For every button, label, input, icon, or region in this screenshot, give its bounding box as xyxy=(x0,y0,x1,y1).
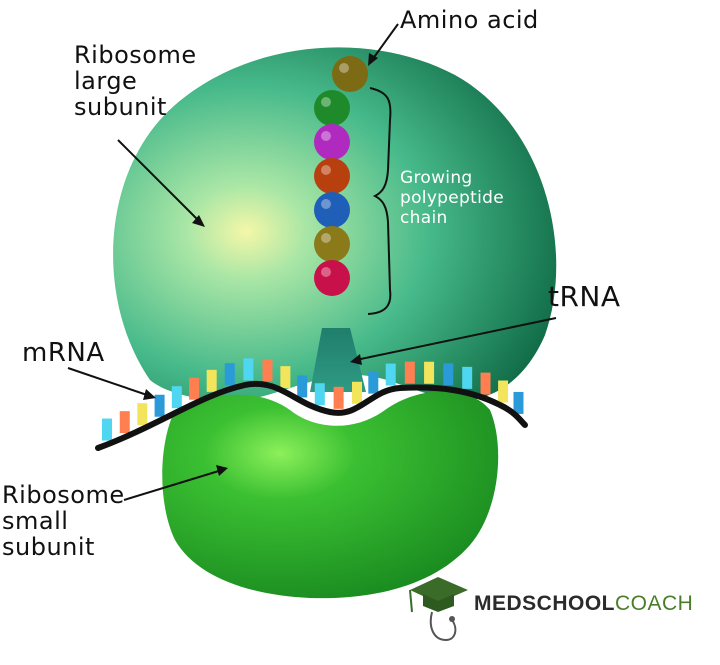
label-trna: tRNA xyxy=(548,280,621,313)
codon-base xyxy=(385,363,396,386)
trna-molecule xyxy=(310,328,366,392)
amino-acid-highlight xyxy=(321,199,331,209)
codon-base xyxy=(513,391,524,414)
amino-acid-bead xyxy=(314,90,350,126)
arrow-trna xyxy=(355,317,557,361)
label-ribosome-small-line3: subunit xyxy=(2,533,95,561)
codon-base xyxy=(404,361,415,384)
amino-acid-bead xyxy=(314,260,350,296)
codon-base xyxy=(280,366,291,389)
label-growing-chain-line3: chain xyxy=(400,208,448,228)
label-ribosome-large-subunit: Ribosome large subunit xyxy=(74,42,197,120)
codon-base xyxy=(243,358,254,381)
mrna-codon-bases xyxy=(101,358,524,441)
label-growing-chain: Growing polypeptide chain xyxy=(400,168,504,228)
arrow-large-subunit xyxy=(117,139,201,223)
label-ribosome-small-line1: Ribosome xyxy=(2,481,125,509)
logo: MEDSCHOOLCOACH xyxy=(474,592,693,616)
arrow-mrna xyxy=(67,367,151,397)
arrow-mrna-head xyxy=(143,389,156,400)
label-growing-chain-line1: Growing xyxy=(400,168,473,188)
label-ribosome-large-line3: subunit xyxy=(74,93,167,121)
mrna-strand xyxy=(95,380,528,451)
codon-base xyxy=(443,363,454,386)
amino-acid-bead xyxy=(314,192,350,228)
chain-brace xyxy=(367,87,392,315)
arrow-large-subunit-head xyxy=(192,215,205,227)
codon-base xyxy=(352,381,363,404)
codon-base xyxy=(171,386,182,409)
arrow-amino-acid-head xyxy=(368,53,378,66)
codon-base xyxy=(424,361,435,384)
amino-acid-highlight xyxy=(339,63,349,73)
codon-base xyxy=(462,366,473,389)
codon-base xyxy=(498,380,509,403)
codon-base xyxy=(206,369,217,392)
codon-base xyxy=(224,363,235,386)
label-ribosome-small-subunit: Ribosome small subunit xyxy=(2,482,125,560)
codon-base xyxy=(101,418,112,441)
codon-base xyxy=(154,394,165,417)
codon-base xyxy=(480,372,491,395)
codon-base xyxy=(368,371,379,394)
arrow-small-subunit-head xyxy=(216,465,228,476)
logo-cap-icon xyxy=(409,577,468,642)
amino-acid-bead xyxy=(314,158,350,194)
label-mrna: mRNA xyxy=(22,338,105,368)
codon-base xyxy=(297,375,308,398)
label-ribosome-large-line2: large xyxy=(74,67,138,95)
amino-acid-chain xyxy=(314,56,368,296)
amino-acid-bead xyxy=(314,124,350,160)
amino-acid-highlight xyxy=(321,233,331,243)
amino-acid-highlight xyxy=(321,97,331,107)
amino-acid-highlight xyxy=(321,131,331,141)
logo-text-medschool: MEDSCHOOL xyxy=(474,592,615,615)
codon-base xyxy=(333,386,344,409)
amino-acid-highlight xyxy=(321,165,331,175)
ribosome-small-subunit xyxy=(162,391,499,599)
logo-text-coach: COACH xyxy=(615,592,694,615)
label-amino-acid: Amino acid xyxy=(400,6,539,34)
codon-base xyxy=(119,411,130,434)
arrow-small-subunit xyxy=(123,469,223,501)
amino-acid-bead xyxy=(314,226,350,262)
amino-acid-highlight xyxy=(321,267,331,277)
codon-base xyxy=(262,359,273,382)
amino-acid-bead-top xyxy=(332,56,368,92)
label-ribosome-small-line2: small xyxy=(2,507,69,535)
codon-base xyxy=(314,383,325,406)
label-ribosome-large-line1: Ribosome xyxy=(74,41,197,69)
codon-base xyxy=(137,403,148,426)
codon-base xyxy=(189,377,200,400)
label-growing-chain-line2: polypeptide xyxy=(400,188,504,208)
arrow-amino-acid xyxy=(371,23,399,61)
arrow-trna-head xyxy=(350,354,362,365)
